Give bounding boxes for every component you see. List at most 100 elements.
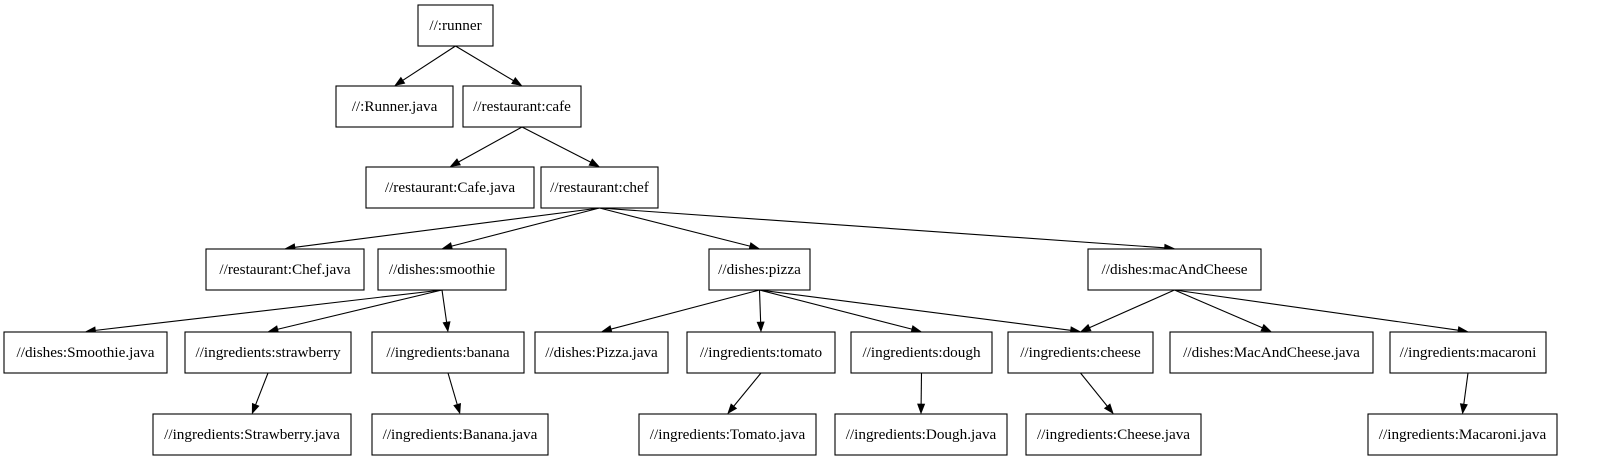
node-box[interactable] [335,85,454,128]
graph-edge [601,289,760,333]
graph-node-dishes-pizza-java[interactable]: //dishes:Pizza.java [534,331,669,374]
node-box[interactable] [638,413,817,456]
graph-node-restaurant-chef[interactable]: //restaurant:chef [540,166,659,209]
edge-arrowhead [1080,323,1092,332]
edge-line [255,372,269,405]
edge-line [447,372,458,405]
graph-edge [1174,289,1272,332]
graph-node-ing-strawberry-java[interactable]: //ingredients:Strawberry.java [152,413,352,456]
node-box[interactable] [534,331,669,374]
graph-node-ing-banana-java[interactable]: //ingredients:Banana.java [371,413,549,456]
graph-edge [441,207,600,250]
edge-line [294,207,600,248]
edge-arrowhead [394,76,406,86]
edge-line [1174,289,1459,331]
graph-edge [441,289,451,333]
node-label: //dishes:MacAndCheese.java [1183,344,1360,361]
graph-edge [759,289,1081,335]
graph-node-ing-macaroni[interactable]: //ingredients:macaroni [1389,331,1547,374]
node-label: //restaurant:Chef.java [219,261,350,278]
node-box[interactable] [708,248,811,291]
graph-node-runner-java[interactable]: //:Runner.java [335,85,454,128]
edge-arrowhead [251,402,260,415]
node-box[interactable] [152,413,352,456]
graph-node-runner[interactable]: //:runner [417,4,494,47]
edge-line [1080,372,1108,407]
node-box[interactable] [1389,331,1547,374]
node-box[interactable] [377,248,507,291]
edge-line [1463,372,1469,405]
graph-edge [1080,289,1175,332]
edge-line [455,45,514,82]
node-label: //ingredients:macaroni [1400,344,1537,361]
node-box[interactable] [184,331,352,374]
graph-node-restaurant-chef-java[interactable]: //restaurant:Chef.java [205,248,365,291]
graph-edge [447,372,461,415]
edge-arrowhead [1459,403,1468,415]
graph-edge [1080,372,1114,415]
graph-node-ing-tomato[interactable]: //ingredients:tomato [686,331,836,374]
graph-node-dishes-smoothie-java[interactable]: //dishes:Smoothie.java [3,331,168,374]
graph-node-dishes-pizza[interactable]: //dishes:pizza [708,248,811,291]
graph-node-ing-cheese-java[interactable]: //ingredients:Cheese.java [1025,413,1202,456]
node-label: //ingredients:tomato [700,344,823,361]
node-label: //ingredients:Tomato.java [650,426,806,443]
node-box[interactable] [3,331,168,374]
edge-line [759,289,1071,331]
graph-node-restaurant-cafe[interactable]: //restaurant:cafe [462,85,582,128]
graph-node-dishes-macandcheese-java[interactable]: //dishes:MacAndCheese.java [1169,331,1374,374]
graph-node-ing-dough-java[interactable]: //ingredients:Dough.java [834,413,1008,456]
graph-node-ing-cheese[interactable]: //ingredients:cheese [1007,331,1154,374]
graph-node-ing-tomato-java[interactable]: //ingredients:Tomato.java [638,413,817,456]
edge-arrowhead [442,321,451,333]
node-box[interactable] [365,166,535,209]
node-box[interactable] [850,331,993,374]
edge-line [599,207,1165,249]
graph-node-restaurant-cafe-java[interactable]: //restaurant:Cafe.java [365,166,535,209]
node-box[interactable] [371,413,549,456]
node-box[interactable] [1007,331,1154,374]
edge-arrowhead [1260,323,1272,332]
graph-node-ing-banana[interactable]: //ingredients:banana [371,331,525,374]
edge-line [1089,289,1175,329]
node-box[interactable] [1169,331,1374,374]
graph-edge [267,289,443,334]
edge-arrowhead [756,321,765,333]
graph-edge [1459,372,1469,415]
edge-line [758,289,762,323]
node-box[interactable] [417,4,494,47]
edge-line [458,126,523,163]
node-box[interactable] [686,331,836,374]
edge-line [402,45,456,81]
edge-line [611,289,760,330]
graph-edge [449,126,523,167]
graph-node-ing-dough[interactable]: //ingredients:dough [850,331,993,374]
node-box[interactable] [205,248,365,291]
edge-layer [85,45,1469,415]
node-box[interactable] [462,85,582,128]
node-box[interactable] [1087,248,1262,291]
graph-node-dishes-smoothie[interactable]: //dishes:smoothie [377,248,507,291]
node-box[interactable] [371,331,525,374]
node-label: //ingredients:banana [386,344,509,361]
node-box[interactable] [1025,413,1202,456]
edge-arrowhead [511,76,523,86]
graph-edge [759,289,922,333]
node-box[interactable] [540,166,659,209]
edge-arrowhead [453,402,461,415]
graph-edge [455,45,523,86]
edge-arrowhead [588,158,600,167]
edge-line [521,126,591,163]
graph-node-dishes-macandcheese[interactable]: //dishes:macAndCheese [1087,248,1262,291]
node-box[interactable] [1367,413,1558,456]
edge-line [599,207,750,247]
graph-node-ing-macaroni-java[interactable]: //ingredients:Macaroni.java [1367,413,1558,456]
node-label: //dishes:macAndCheese [1102,261,1248,278]
graph-node-ing-strawberry[interactable]: //ingredients:strawberry [184,331,352,374]
node-label: //ingredients:Macaroni.java [1379,426,1547,443]
node-layer: //:runner //:Runner.java//restaurant:cafe… [3,4,1558,456]
node-label: //dishes:pizza [718,261,801,278]
node-box[interactable] [834,413,1008,456]
graph-edge [1174,289,1469,335]
